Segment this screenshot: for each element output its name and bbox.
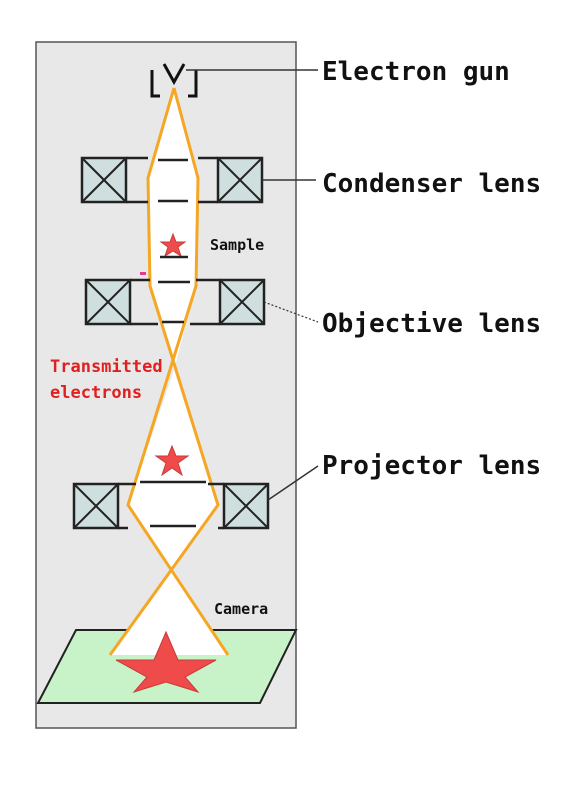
objective-lens [84, 278, 266, 326]
label-objective-lens: Objective lens [322, 309, 541, 339]
final-image-star [115, 630, 217, 694]
electron-gun [150, 63, 198, 98]
projector-lens [72, 480, 270, 530]
leader-objective-lens [263, 301, 319, 323]
intermediate-image-star [154, 444, 190, 477]
label-transmitted-line1: Transmitted [50, 357, 163, 377]
beam-fill-upper [148, 88, 198, 370]
label-condenser-lens: Condenser lens [322, 169, 541, 199]
condenser-lens [80, 156, 264, 204]
label-electron-gun: Electron gun [322, 57, 510, 87]
sample-star [159, 232, 187, 258]
label-camera: Camera [214, 600, 268, 618]
leader-projector-lens [267, 465, 319, 501]
beam-fill-lower [110, 568, 228, 655]
label-transmitted-line2: electrons [50, 383, 142, 403]
sample-marker [140, 272, 146, 275]
label-sample: Sample [210, 236, 264, 254]
electron-beam [108, 87, 230, 656]
label-projector-lens: Projector lens [322, 451, 541, 481]
